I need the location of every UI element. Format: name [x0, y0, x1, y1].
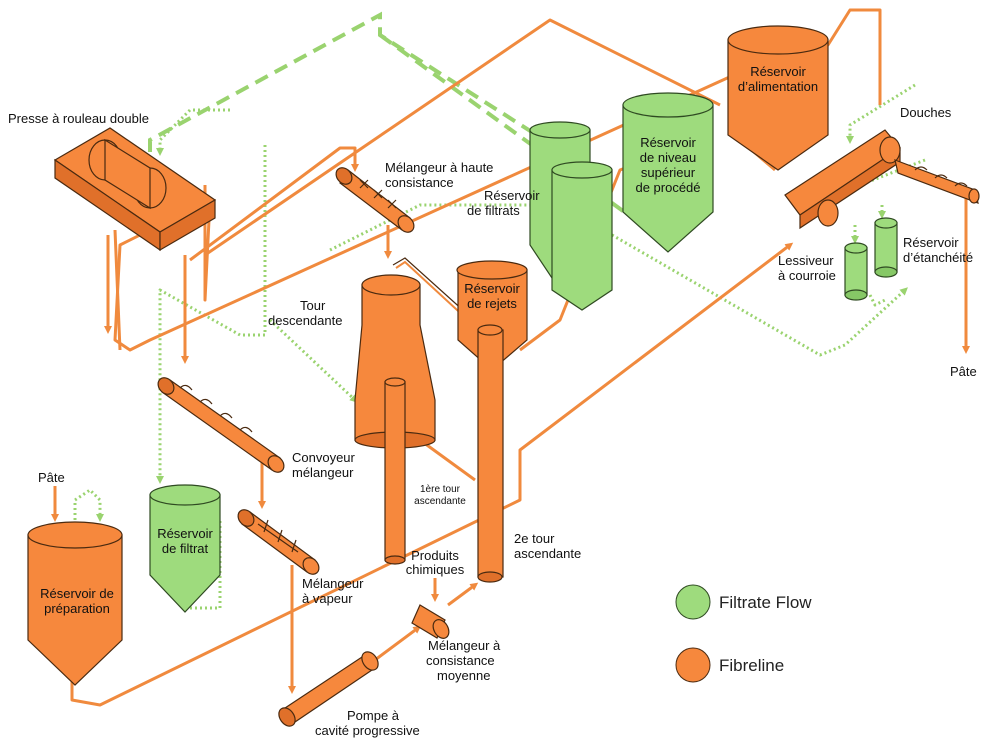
label-convoyeur-2: mélangeur	[292, 465, 354, 480]
label-reservoir-rejets-2: de rejets	[467, 296, 517, 311]
fibre-moy-to-tour2	[447, 582, 479, 607]
reservoir-rejets	[456, 260, 528, 371]
filtrate-presse-to-tank	[156, 145, 267, 484]
filtrate-tanks-link	[868, 294, 886, 307]
label-tour2-2: ascendante	[514, 546, 581, 561]
label-reservoir-filtrat-2: de filtrat	[162, 541, 209, 556]
labels: Presse à rouleau double Mélangeur à haut…	[8, 64, 977, 738]
legend-label-filtrate: Filtrate Flow	[719, 593, 812, 612]
label-reservoir-prep-1: Réservoir de	[40, 586, 114, 601]
label-melangeur-moy-2: consistance	[426, 653, 495, 668]
label-lessiveur-1: Lessiveur	[778, 253, 834, 268]
melangeur-consistance-moyenne	[411, 604, 450, 639]
label-melangeur-haute-2: consistance	[385, 175, 454, 190]
label-melangeur-moy-3: moyenne	[437, 668, 490, 683]
label-pate-left: Pâte	[38, 470, 65, 485]
label-lessiveur-2: à courroie	[778, 268, 836, 283]
legend-swatch-fibreline	[675, 647, 711, 683]
label-convoyeur-1: Convoyeur	[292, 450, 356, 465]
reservoir-preparation	[27, 521, 123, 686]
label-reservoir-niveau-4: de procédé	[635, 180, 700, 195]
tour-ascendante-2	[477, 324, 504, 583]
label-pompe-2: cavité progressive	[315, 723, 420, 738]
legend-swatch-filtrate	[675, 584, 711, 620]
filtrate-mid	[329, 203, 560, 252]
label-reservoir-filtrats-1: Réservoir	[484, 188, 540, 203]
reservoir-etancheite	[844, 217, 898, 301]
label-produits-1: Produits	[411, 548, 459, 563]
label-reservoir-rejets-1: Réservoir	[464, 281, 520, 296]
label-pompe-1: Pompe à	[347, 708, 400, 723]
filtrate-douches-1	[846, 83, 916, 144]
tour-ascendante-1	[384, 377, 406, 565]
label-melangeur-moy-1: Mélangeur à	[428, 638, 501, 653]
label-tour-desc-1: Tour	[300, 298, 326, 313]
legend-label-fibreline: Fibreline	[719, 656, 784, 675]
label-reservoir-etanch-1: Réservoir	[903, 235, 959, 250]
label-tour1-1: 1ère tour	[420, 484, 461, 495]
filtrate-to-presse	[156, 108, 230, 156]
fibre-pompe-to-moy	[374, 625, 422, 662]
convoyeur-melangeur	[157, 377, 285, 473]
label-reservoir-alim-2: d’alimentation	[738, 79, 818, 94]
label-melangeur-haute-1: Mélangeur à haute	[385, 160, 493, 175]
label-reservoir-niveau-2: de niveau	[640, 150, 696, 165]
melangeur-haute-consistance	[335, 167, 415, 233]
label-reservoir-niveau-1: Réservoir	[640, 135, 696, 150]
reservoir-filtrats	[529, 121, 613, 311]
label-reservoir-etanch-2: d’étanchéité	[903, 250, 973, 265]
pompe-cavite-progressive	[278, 651, 379, 727]
melangeur-vapeur	[237, 509, 320, 575]
label-produits-2: chimiques	[406, 562, 465, 577]
label-reservoir-alim-1: Réservoir	[750, 64, 806, 79]
filtrate-to-tour	[268, 318, 358, 403]
label-melangeur-vapeur-2: à vapeur	[302, 591, 353, 606]
legend-item-fibreline: Fibreline	[675, 647, 784, 683]
fibre-presse-top	[204, 18, 721, 257]
label-melangeur-vapeur-1: Mélangeur	[302, 576, 364, 591]
legend: Filtrate Flow Fibreline	[675, 584, 812, 683]
label-douches: Douches	[900, 105, 952, 120]
label-tour2-1: 2e tour	[514, 531, 555, 546]
fibre-prep-to-lessiveur	[70, 242, 794, 707]
label-reservoir-niveau-3: supérieur	[641, 165, 696, 180]
label-pate-right: Pâte	[950, 364, 977, 379]
reservoir-alimentation	[727, 25, 829, 171]
fibre-presse-to-haute	[189, 146, 359, 262]
label-reservoir-filtrat-1: Réservoir	[157, 526, 213, 541]
lessiveur-courroie	[784, 129, 980, 230]
label-reservoir-prep-2: préparation	[44, 601, 110, 616]
label-reservoir-filtrats-2: de filtrats	[467, 203, 520, 218]
label-tour1-2: ascendante	[414, 496, 466, 507]
label-tour-desc-2: descendante	[268, 313, 342, 328]
presse-rouleau-double	[53, 127, 217, 252]
filtrate-lessiveur	[559, 203, 908, 357]
reservoir-filtrat	[149, 484, 221, 613]
reservoir-niveau-superieur	[622, 92, 714, 253]
fibre-tour-link	[419, 438, 476, 482]
fibre-loop-rise	[113, 229, 122, 351]
filtrate-dashed-top	[148, 11, 562, 152]
fibre-tour-to-rejets-inner	[395, 260, 483, 334]
filtrate-dashed-branch	[378, 33, 672, 247]
label-presse: Presse à rouleau double	[8, 111, 149, 126]
legend-item-filtrate: Filtrate Flow	[675, 584, 812, 620]
